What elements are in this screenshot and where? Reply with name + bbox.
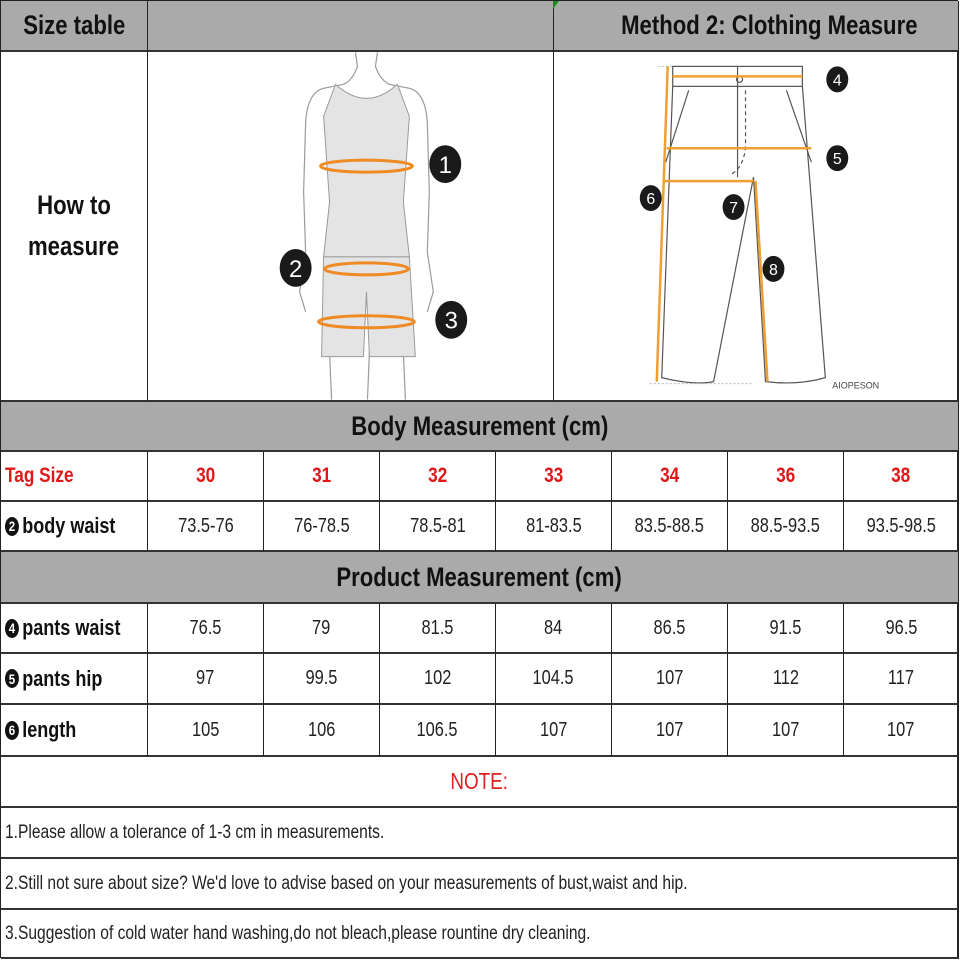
body-measure-illustration: 1 2 3 [279,52,468,400]
svg-text:7: 7 [729,200,738,217]
table-cell: 107 [844,705,959,757]
table-cell: 107 [496,705,612,757]
size-36: 36 [775,464,796,487]
table-cell: 78.5-81 [380,502,496,552]
table-cell: 81-83.5 [496,502,612,552]
tag-size-label-cell: Tag Size [1,452,148,502]
note-line-1: 1.Please allow a tolerance of 1-3 cm in … [1,808,959,859]
body-figure-cell: 1 2 3 [148,52,554,402]
note-line-2: 2.Still not sure about size? We'd love t… [1,859,959,910]
body-waist-label: body waist [22,513,116,538]
pants-marker-5: 5 [826,145,849,172]
pants-measure-illustration: 4 5 6 7 8 AIOPESON [639,65,879,391]
table-cell: 102 [380,654,496,705]
table-cell: 97 [148,654,264,705]
table-cell: 83.5-88.5 [612,502,728,552]
table-cell: 76.5 [148,604,264,654]
table-cell: 105 [148,705,264,757]
product-section-title: Product Measurement (cm) [336,561,623,592]
svg-text:2: 2 [289,256,302,283]
table-cell: 84 [496,604,612,654]
body-section-title: Body Measurement (cm) [350,410,609,441]
table-cell: 117 [844,654,959,705]
table-cell: 112 [728,654,844,705]
size-header-cell: 33 [496,452,612,502]
length-label: length [22,717,77,742]
svg-text:8: 8 [769,262,778,279]
pants-figure-cell: 4 5 6 7 8 AIOPESON [554,52,959,402]
how-to-line2: measure [28,231,120,261]
size-header-cell: 30 [148,452,264,502]
pants-hip-label: pants hip [22,665,103,691]
svg-text:5: 5 [833,151,842,168]
pants-marker-6: 6 [639,185,662,212]
header-method-cell: Method 2: Clothing Measure [554,1,959,52]
how-to-cell: How to measure [1,52,148,402]
how-to-line1: How to [37,190,111,220]
svg-text:4: 4 [833,72,842,89]
pants-marker-7: 7 [722,194,745,221]
table-cell: 107 [612,654,728,705]
size-header-cell: 34 [612,452,728,502]
table-cell: 104.5 [496,654,612,705]
brand-watermark: AIOPESON [832,381,879,391]
size-31: 31 [311,464,332,487]
table-cell: 76-78.5 [264,502,380,552]
body-marker-3: 3 [435,300,468,339]
table-cell: 106 [264,705,380,757]
size-header-cell: 38 [844,452,959,502]
size-38: 38 [891,464,911,487]
table-cell: 88.5-93.5 [728,502,844,552]
note-title: NOTE: [450,768,509,794]
number-5-icon: 5 [5,669,19,688]
header-title-cell: Size table [1,1,148,52]
table-cell: 106.5 [380,705,496,757]
size-table-title: Size table [22,10,126,40]
table-cell: 93.5-98.5 [844,502,959,552]
product-section-header: Product Measurement (cm) [1,552,959,604]
header-empty-cell [148,1,554,52]
size-33: 33 [543,464,564,487]
table-cell: 91.5 [728,604,844,654]
note-line-3: 3.Suggestion of cold water hand washing,… [1,910,959,959]
number-6-icon: 6 [5,720,19,740]
cell-marker-icon [553,1,559,9]
body-marker-1: 1 [429,145,462,184]
size-32: 32 [427,464,448,487]
svg-text:6: 6 [646,191,655,208]
pants-marker-4: 4 [826,66,849,93]
pants-marker-8: 8 [762,255,785,282]
size-30: 30 [195,464,216,487]
pants-waist-label: pants waist [22,615,121,640]
table-cell: 107 [728,705,844,757]
size-header-cell: 36 [728,452,844,502]
number-4-icon: 4 [5,618,19,638]
table-cell: 96.5 [844,604,959,654]
note-title-cell: NOTE: [1,757,959,808]
tag-size-label: Tag Size [5,464,74,487]
size-header-cell: 31 [264,452,380,502]
table-cell: 81.5 [380,604,496,654]
body-marker-2: 2 [279,248,312,287]
size-header-cell: 32 [380,452,496,502]
table-cell: 99.5 [264,654,380,705]
table-cell: 86.5 [612,604,728,654]
body-section-header: Body Measurement (cm) [1,402,959,452]
svg-text:3: 3 [445,308,458,335]
table-cell: 73.5-76 [148,502,264,552]
table-cell: 107 [612,705,728,757]
table-cell: 79 [264,604,380,654]
number-2-icon: 2 [5,516,19,536]
size-34: 34 [659,464,680,487]
svg-text:1: 1 [439,152,452,179]
method-title: Method 2: Clothing Measure [621,10,918,40]
